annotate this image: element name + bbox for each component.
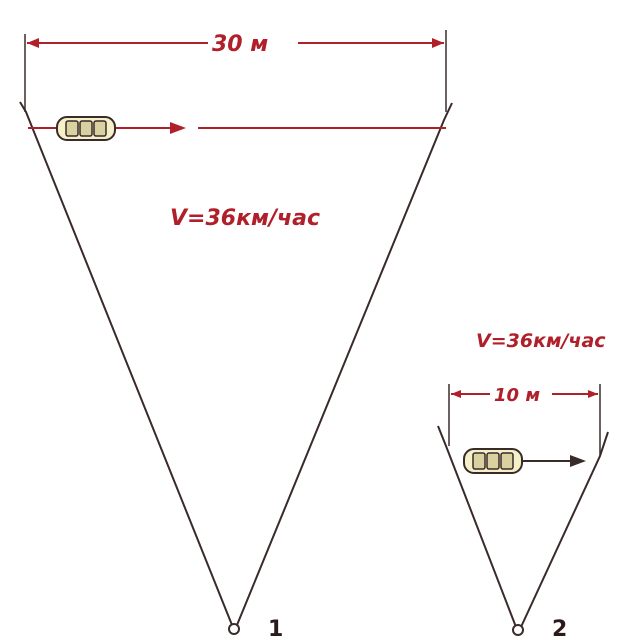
left-dimension-arrow-right	[432, 38, 444, 48]
right-dimension-arrow-right	[588, 390, 598, 398]
left-speed-label: V=36км/час	[170, 206, 320, 231]
left-width-label: 30 м	[212, 32, 268, 57]
left-triangle-group: 30 м V=36км/час 1	[19, 30, 453, 640]
left-triangle-left-side	[19, 101, 233, 626]
right-point-label: 2	[552, 617, 567, 640]
left-car-icon	[56, 116, 116, 141]
right-dimension-arrow-left	[451, 390, 461, 398]
right-car-icon	[463, 448, 523, 474]
left-observer-point	[228, 623, 240, 635]
right-car-arrowhead	[570, 455, 586, 467]
left-point-label: 1	[268, 617, 283, 640]
left-car-path-arrowhead	[170, 122, 186, 134]
left-triangle-right-side	[236, 102, 453, 626]
right-triangle-group: V=36км/час 10 м 2	[437, 330, 609, 640]
right-speed-label: V=36км/час	[476, 330, 606, 352]
right-triangle-left-side	[437, 425, 517, 628]
right-observer-point	[512, 624, 524, 636]
right-width-label: 10 м	[494, 385, 540, 406]
left-dimension-arrow-left	[27, 38, 39, 48]
